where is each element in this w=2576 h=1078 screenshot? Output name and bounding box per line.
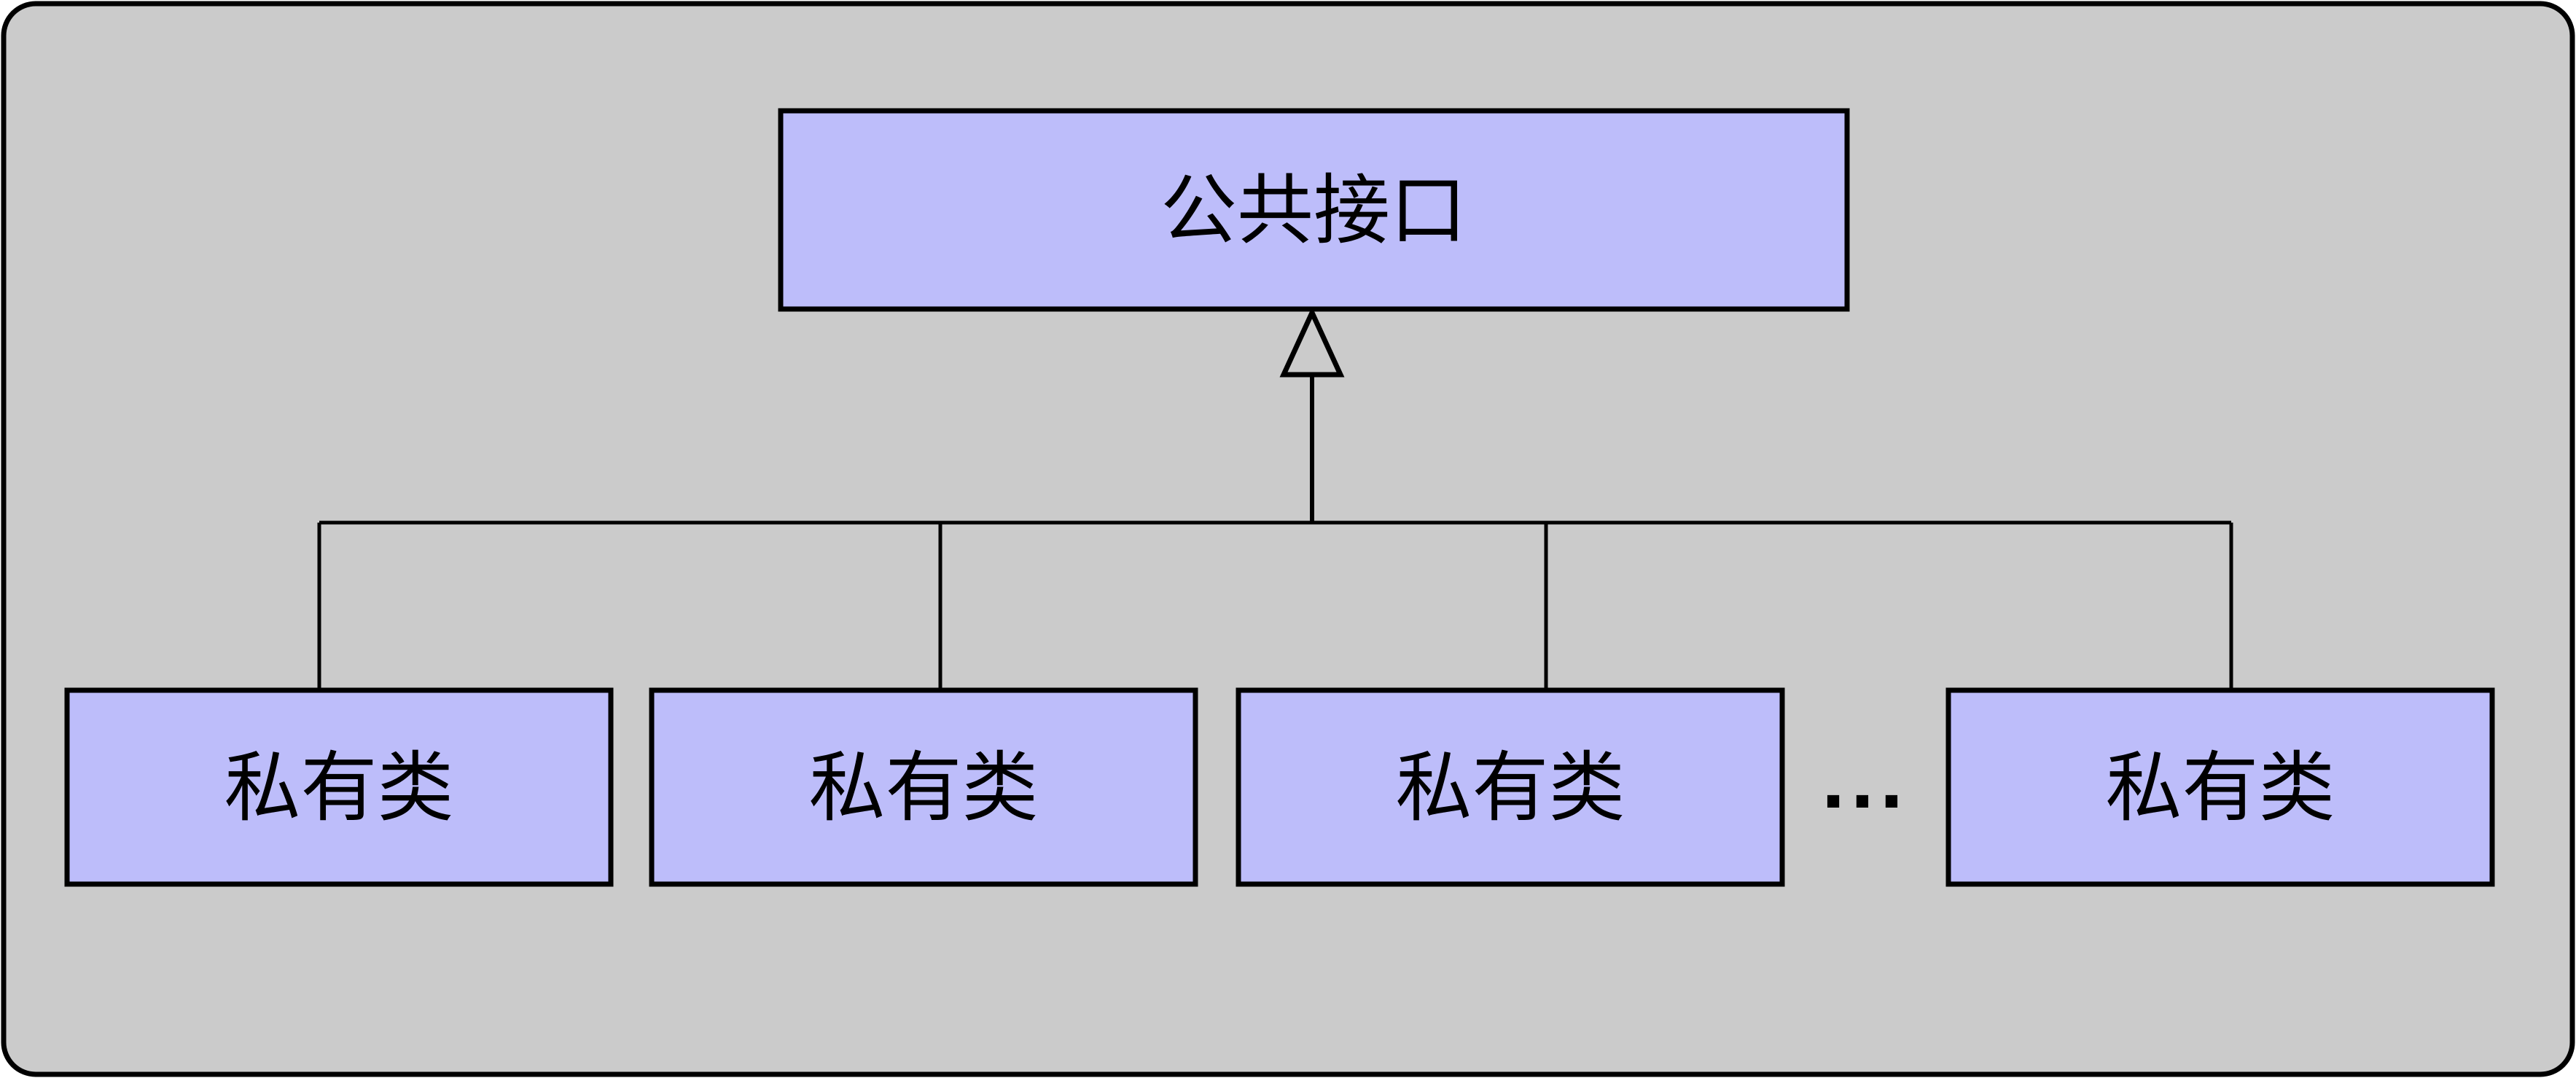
private-class-label-3: 私有类 xyxy=(1395,746,1625,831)
hollow-triangle-arrowhead-icon xyxy=(1279,306,1345,378)
generalization-arrow xyxy=(1279,306,1345,523)
private-class-label-4: 私有类 xyxy=(2105,746,2335,831)
private-class-box-2 xyxy=(649,687,1198,887)
public-interface-label: 公共接口 xyxy=(1160,168,1467,254)
node-public-interface: 公共接口 xyxy=(778,108,1850,312)
node-private-class-3: 私有类 xyxy=(1236,687,1785,887)
private-class-box-1 xyxy=(64,687,614,887)
connector-lines xyxy=(317,520,2233,690)
node-private-class-2: 私有类 xyxy=(649,687,1198,887)
node-private-class-1: 私有类 xyxy=(64,687,614,887)
private-class-label-2: 私有类 xyxy=(808,746,1038,831)
private-class-box-3 xyxy=(1236,687,1785,887)
node-private-class-4: 私有类 xyxy=(1945,687,2495,887)
private-class-label-1: 私有类 xyxy=(224,746,453,831)
private-class-box-4 xyxy=(1945,687,2495,887)
public-interface-box xyxy=(778,108,1850,312)
ellipsis-more-classes: ... xyxy=(1822,733,1909,826)
